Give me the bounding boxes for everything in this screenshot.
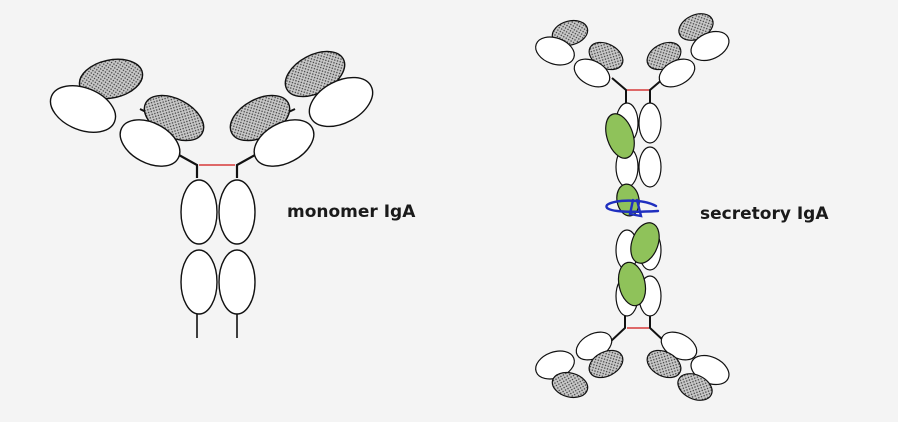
monomer-fc-domain [218,249,256,315]
sIgA-constant-domain [573,58,611,88]
sIgA-constant-domain [658,58,696,88]
monomer-right-heavy-constant-domain [253,119,315,167]
sIgA-bottom-hinge [609,316,666,343]
secretory-iga [535,13,730,401]
j-chain [605,198,660,218]
sIgA-fc-domain [638,146,662,188]
secretory-iga-label: secretory IgA [700,204,829,224]
sIgA-top-hinge [611,77,665,104]
monomer-fc-domain [180,179,218,245]
sIgA-constant-domain [690,30,730,62]
monomer-left-heavy-constant-domain [119,119,181,167]
monomer-fc-domain [180,249,218,315]
sIgA-variable-domain [588,349,624,379]
sIgA-variable-domain [646,349,682,379]
monomer-iga [49,50,374,338]
sIgA-constant-domain [535,36,575,66]
monomer-right-light-constant-domain [308,76,374,128]
monomer-fc-domain [218,179,256,245]
sIgA-variable-domain [677,373,713,401]
sIgA-variable-domain [551,371,589,399]
secretory-component-domain [617,261,647,307]
secretory-component-domain [605,113,635,159]
monomer-left-light-constant-domain [49,85,117,133]
sIgA-fc-domain [638,102,662,144]
secretory-component-domain [630,222,660,264]
monomer-iga-label: monomer IgA [287,202,416,222]
